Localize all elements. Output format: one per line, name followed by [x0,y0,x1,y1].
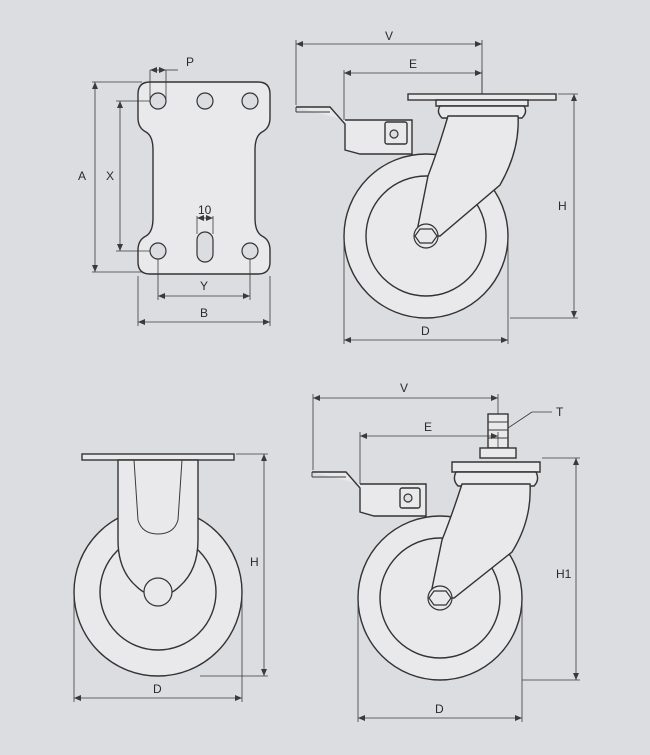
dim-label-t: T [556,405,564,419]
dim-label-h1: H1 [556,567,572,581]
dim-label-10: 10 [198,203,212,217]
bolt-hole-top-right [241,92,259,110]
dim-label-e: E [409,57,417,71]
bolt-hole-top-middle [196,92,214,110]
dim-label-d: D [153,682,162,696]
mounting-plate [137,81,271,275]
bolt-hole-top-left [149,92,167,110]
axle-nut [414,228,438,244]
stem-collar [479,447,517,459]
swivel-head [453,471,539,487]
dim-label-y: Y [200,279,208,293]
dim-label-b: B [200,306,208,320]
dim-label-v: V [385,29,393,43]
fork [415,115,519,237]
swivel-brake-caster-view: V E H D [295,29,578,344]
slot-hole [196,231,214,263]
axle-boss [143,577,173,607]
mounting-plate-view: P A X 10 Y B [78,55,271,326]
top-plate [407,93,557,101]
dim-label-h: H [558,199,567,213]
brake-pivot [403,493,413,503]
dim-label-d: D [435,702,444,716]
brake-pivot [389,129,399,139]
bearing-race [451,461,541,473]
fork [429,483,531,599]
dim-label-h: H [250,555,259,569]
dim-label-e: E [424,420,432,434]
dim-label-p: P [186,55,194,69]
bearing-race [435,99,529,107]
swivel-head [437,105,527,119]
dim-label-v: V [400,381,408,395]
threaded-stem-caster-view: V E T H1 D [311,381,580,722]
dim-label-x: X [106,169,114,183]
bolt-hole-bottom-left [149,242,167,260]
dim-label-a: A [78,169,86,183]
fixed-bracket [117,459,199,597]
axle-nut [428,590,452,606]
dim-label-d: D [421,324,430,338]
bolt-hole-bottom-right [241,242,259,260]
fixed-caster-view: H D [73,453,268,702]
brake-lever [312,471,427,517]
brake-lever [296,106,413,155]
top-plate [81,453,235,461]
